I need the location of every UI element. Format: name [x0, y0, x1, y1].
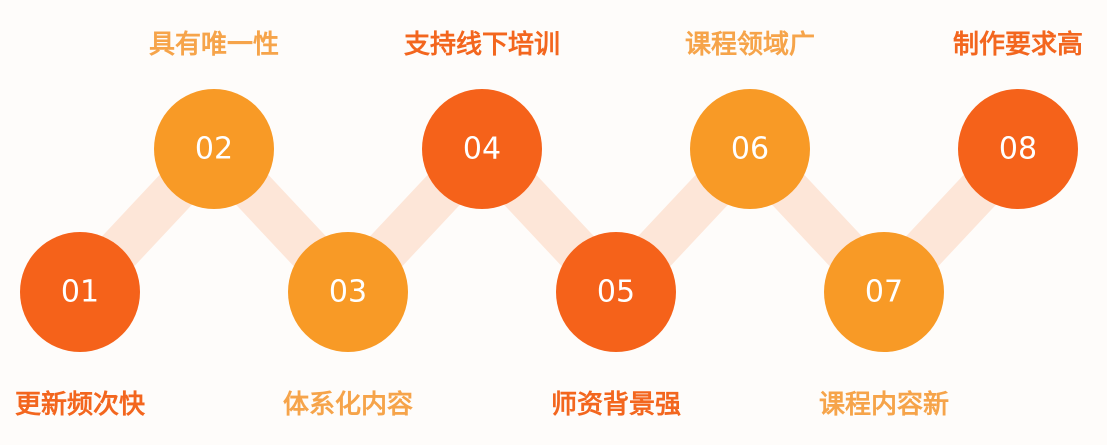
step-circle-07	[824, 232, 944, 352]
step-circle-02	[154, 89, 274, 209]
step-label-07: 课程内容新	[819, 389, 949, 420]
step-node-02: 02	[154, 89, 274, 209]
step-node-04: 04	[422, 89, 542, 209]
step-circle-05	[556, 232, 676, 352]
step-number-02: 02	[195, 132, 233, 167]
step-number-04: 04	[463, 132, 501, 167]
step-label-06: 课程领域广	[685, 29, 815, 60]
step-number-08: 08	[999, 132, 1037, 167]
step-number-06: 06	[731, 132, 769, 167]
step-circle-03	[288, 232, 408, 352]
step-node-01: 01	[20, 232, 140, 352]
node-layer: 01 02 03 04 05 06 07 08	[20, 89, 1078, 352]
step-label-08: 制作要求高	[953, 29, 1083, 60]
step-circle-04	[422, 89, 542, 209]
step-circle-01	[20, 232, 140, 352]
step-label-04: 支持线下培训	[404, 30, 560, 60]
step-number-03: 03	[329, 275, 367, 310]
step-node-05: 05	[556, 232, 676, 352]
step-number-07: 07	[865, 275, 903, 310]
step-node-06: 06	[690, 89, 810, 209]
step-node-03: 03	[288, 232, 408, 352]
step-number-01: 01	[61, 275, 99, 310]
step-label-03: 体系化内容	[283, 389, 413, 420]
step-circle-08	[958, 89, 1078, 209]
step-label-02: 具有唯一性	[149, 30, 279, 60]
step-label-01: 更新频次快	[15, 389, 146, 420]
step-node-08: 08	[958, 89, 1078, 209]
step-circle-06	[690, 89, 810, 209]
step-node-07: 07	[824, 232, 944, 352]
step-number-05: 05	[597, 275, 635, 310]
step-label-05: 师资背景强	[551, 390, 681, 420]
